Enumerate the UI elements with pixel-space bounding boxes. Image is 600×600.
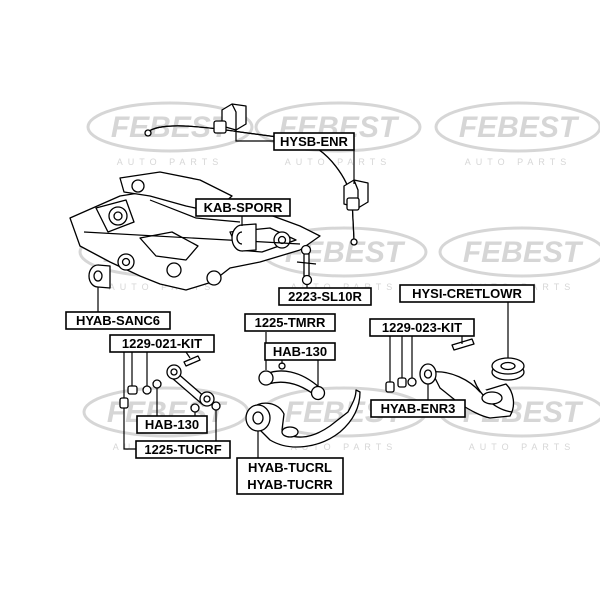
label-text: 1225-TUCRF	[144, 442, 221, 457]
spring-insulator	[491, 357, 525, 381]
label-text: 1229-023-KIT	[382, 320, 462, 335]
trailing-arm	[245, 389, 361, 448]
watermark-tagline: AUTO PARTS	[285, 157, 392, 167]
label-text: 1225-TMRR	[255, 315, 326, 330]
subframe-bushing	[88, 264, 111, 289]
label-1229-023-kit[interactable]: 1229-023-KIT	[369, 318, 475, 337]
stabilizer-bushing	[343, 179, 369, 211]
stabilizer-bushing	[213, 103, 247, 134]
label-text: HAB-130	[145, 417, 199, 432]
label-1225-tmrr[interactable]: 1225-TMRR	[244, 313, 336, 332]
label-text: HAB-130	[273, 344, 327, 359]
label-hab-130-mid[interactable]: HAB-130	[264, 342, 336, 361]
label-text: HYAB-SANC6	[76, 313, 160, 328]
watermark-tagline: AUTO PARTS	[117, 157, 224, 167]
label-kab-sporr[interactable]: KAB-SPORR	[195, 198, 291, 217]
watermark-tagline: AUTO PARTS	[469, 442, 576, 452]
label-text: HYAB-TUCRL	[248, 460, 332, 475]
label-hab-130-left[interactable]: HAB-130	[136, 415, 208, 434]
watermark-brand: FEBEST	[459, 111, 580, 144]
label-hyab-sanc6[interactable]: HYAB-SANC6	[65, 311, 171, 330]
watermark-tagline: AUTO PARTS	[291, 442, 398, 452]
label-text: 1229-021-KIT	[122, 336, 202, 351]
label-hysi-cretlowr[interactable]: HYSI-CRETLOWR	[399, 284, 535, 303]
lower-control-arm-front	[166, 364, 215, 407]
watermark-logo: FEBEST AUTO PARTS	[438, 226, 600, 292]
watermark-tagline: AUTO PARTS	[465, 157, 572, 167]
label-text: 2223-SL10R	[288, 289, 362, 304]
label-text: HYSB-ENR	[280, 134, 349, 149]
label-text: HYSI-CRETLOWR	[412, 286, 522, 301]
label-2223-sl10r[interactable]: 2223-SL10R	[278, 287, 372, 306]
subframe-bushing	[231, 223, 257, 252]
watermark-logo: FEBEST AUTO PARTS	[86, 101, 254, 167]
label-text: KAB-SPORR	[204, 200, 283, 215]
label-text: HYAB-ENR3	[381, 401, 456, 416]
stabilizer-link	[296, 244, 317, 286]
lateral-arm	[258, 362, 326, 401]
label-text: HYAB-TUCRR	[247, 477, 333, 492]
watermark-logo: FEBEST AUTO PARTS	[434, 101, 600, 167]
watermark-tagline: AUTO PARTS	[291, 282, 398, 292]
label-hyab-enr3[interactable]: HYAB-ENR3	[370, 399, 466, 418]
label-1225-tucrf[interactable]: 1225-TUCRF	[135, 440, 231, 459]
label-hysb-enr[interactable]: HYSB-ENR	[273, 132, 355, 151]
label-hyab-tucrl-tucrr[interactable]: HYAB-TUCRL HYAB-TUCRR	[236, 457, 344, 495]
watermark-brand: FEBEST	[463, 236, 584, 269]
lower-spring-arm	[419, 363, 515, 419]
watermark-brand: FEBEST	[111, 111, 232, 144]
watermark-tagline: AUTO PARTS	[109, 282, 216, 292]
label-1229-021-kit[interactable]: 1229-021-KIT	[109, 334, 215, 353]
